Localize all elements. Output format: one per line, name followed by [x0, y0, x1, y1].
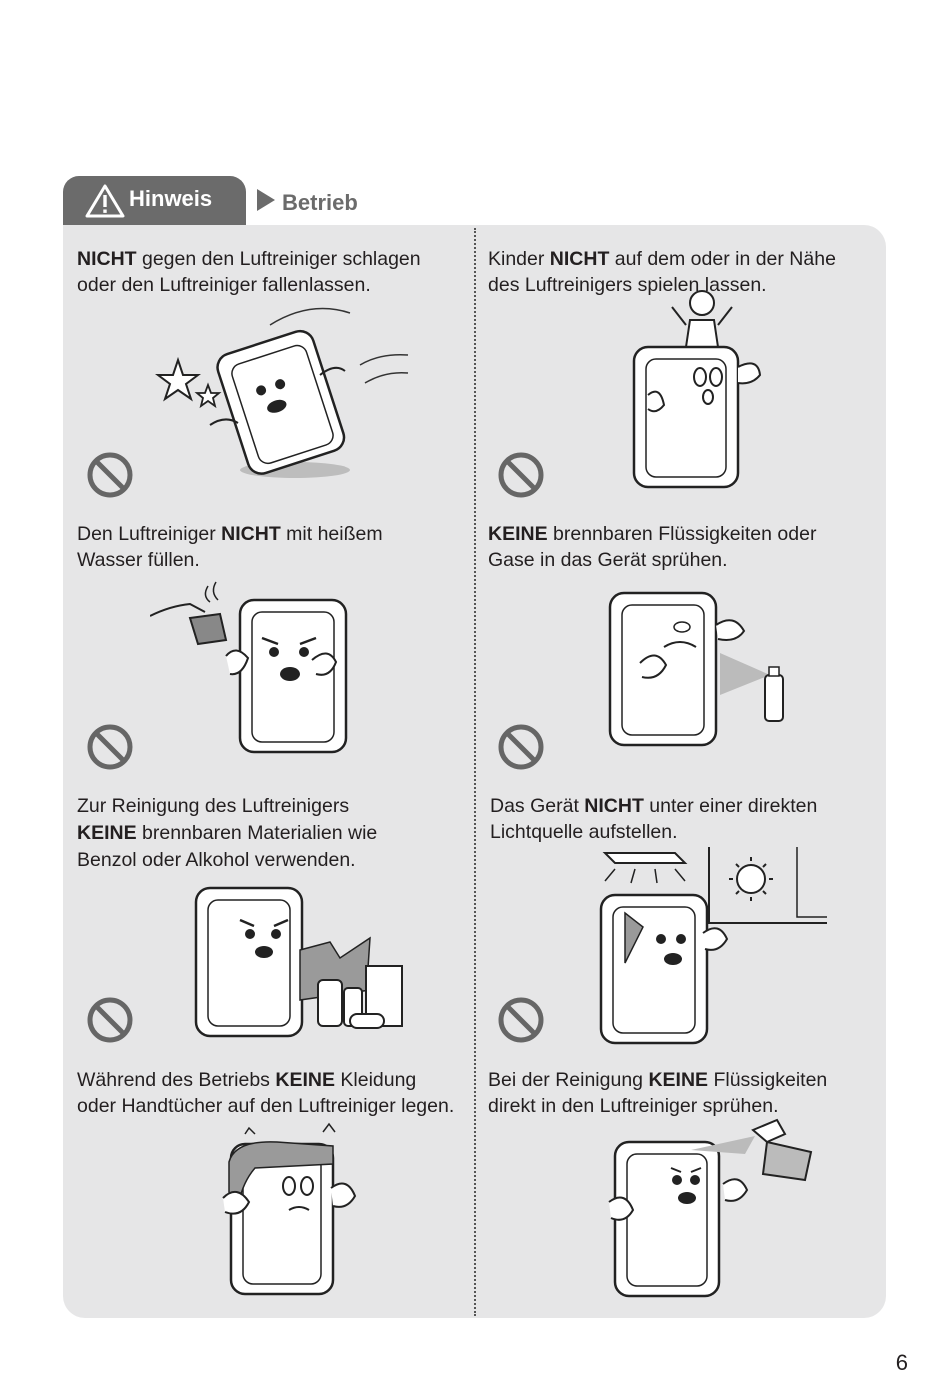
flammable-spray-illustration	[600, 585, 800, 760]
notice-item-2: Kinder NICHT auf dem oder in der Nähe de…	[488, 246, 883, 298]
prohibited-icon	[85, 995, 135, 1045]
notice-item-4: KEINE brennbaren Flüssigkeiten oder Gase…	[488, 521, 883, 573]
notice-item-6: Das Gerät NICHT unter einer direkten Lic…	[490, 793, 885, 845]
breadcrumb-label: Betrieb	[282, 190, 358, 215]
notice-item-5: Zur Reinigung des Luftreinigers KEINE br…	[77, 793, 472, 874]
warning-triangle-icon	[85, 184, 125, 224]
prohibited-icon	[85, 450, 135, 500]
prohibited-icon	[85, 722, 135, 772]
notice-text: Während des Betriebs KEINE Kleidung oder…	[77, 1069, 455, 1117]
direct-light-illustration	[595, 843, 835, 1053]
triangle-right-icon	[256, 188, 276, 218]
notice-item-3: Den Luftreiniger NICHT mit heißem Wasser…	[77, 521, 472, 573]
prohibited-icon	[496, 450, 546, 500]
notice-text: Das Gerät NICHT unter einer direkten Lic…	[490, 795, 818, 843]
notice-text: NICHT gegen den Luftreiniger schlagen od…	[77, 248, 421, 296]
prohibited-icon	[496, 995, 546, 1045]
column-divider	[474, 228, 476, 1316]
notice-text: Zur Reinigung des Luftreinigers KEINE br…	[77, 795, 378, 871]
benzol-alcohol-illustration	[190, 880, 410, 1045]
notice-item-8: Bei der Reinigung KEINE Flüssigkeiten di…	[488, 1067, 883, 1119]
towel-on-purifier-illustration	[215, 1122, 375, 1307]
spray-bottle-illustration	[595, 1112, 820, 1307]
child-on-purifier-illustration	[620, 285, 780, 500]
notice-item-1: NICHT gegen den Luftreiniger schlagen od…	[77, 246, 472, 298]
purifier-falling-illustration	[150, 305, 420, 490]
notice-item-7: Während des Betriebs KEINE Kleidung oder…	[77, 1067, 472, 1119]
breadcrumb: Betrieb	[256, 188, 358, 218]
notice-text: Kinder NICHT auf dem oder in der Nähe de…	[488, 248, 836, 296]
notice-text: Bei der Reinigung KEINE Flüssigkeiten di…	[488, 1069, 828, 1117]
page-number: 6	[895, 1350, 908, 1375]
notice-text: Den Luftreiniger NICHT mit heißem Wasser…	[77, 523, 383, 571]
notice-text: KEINE brennbaren Flüssigkeiten oder Gase…	[488, 523, 817, 571]
tab-label: Hinweis	[129, 186, 213, 211]
prohibited-icon	[496, 722, 546, 772]
hot-water-illustration	[149, 578, 360, 763]
